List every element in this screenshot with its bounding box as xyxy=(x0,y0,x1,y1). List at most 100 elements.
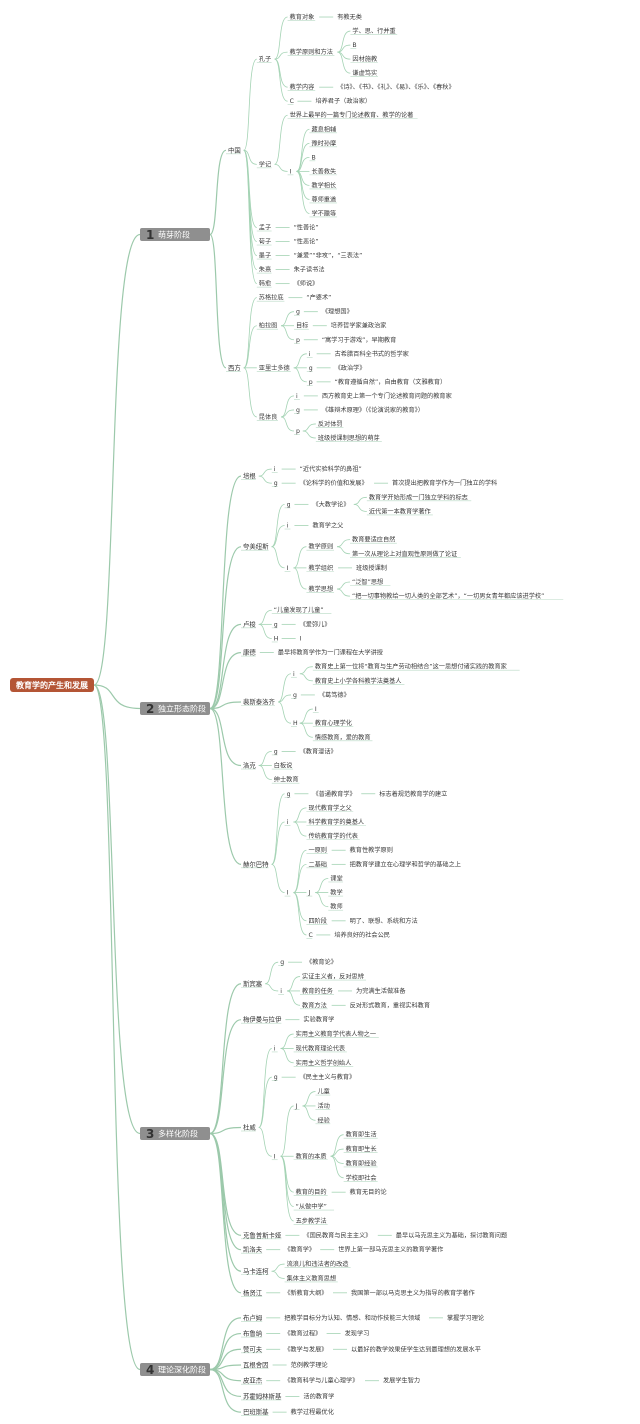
node-value: 《教学与发展》 xyxy=(284,1345,327,1353)
node-value: 西方教育史上第一个专门论述教育问题的教育家 xyxy=(322,392,452,400)
leaf-label: 实用主义教育学代表人物之一 xyxy=(296,1030,376,1038)
node-value: 《新教育大纲》 xyxy=(284,1289,327,1297)
branch-connector xyxy=(302,430,316,439)
branch-connector xyxy=(296,156,310,172)
branch-connector xyxy=(280,416,295,432)
branch-connector xyxy=(337,539,351,548)
branch-connector xyxy=(243,149,258,285)
topic-label: 巴班斯基 xyxy=(243,1407,269,1416)
branch-connector xyxy=(296,170,310,214)
node-label: i xyxy=(287,523,289,530)
branch-connector xyxy=(271,1270,285,1279)
leaf-label: 教育史上第一位将“教育与生产劳动相结合”这一思想付诸实践的教育家 xyxy=(315,663,507,671)
leaf-label: 班级授课制思想的萌芽 xyxy=(318,434,380,442)
node-label: C xyxy=(290,98,294,105)
branch-connector xyxy=(265,983,279,992)
phase-node xyxy=(140,1363,210,1376)
node-value: 《教育论》 xyxy=(306,958,337,966)
branch-connector xyxy=(209,1019,242,1135)
node-value: 把教学目标分为认知、情感、和动作技能三大领域 xyxy=(284,1314,420,1322)
branch-connector xyxy=(280,1105,294,1157)
phase-number: 3 xyxy=(146,1127,154,1141)
node-label: 苏格拉底 xyxy=(259,294,284,302)
branch-connector xyxy=(93,684,141,710)
connector-layer xyxy=(93,16,564,1416)
leaf-label: 教育要适应自然 xyxy=(352,536,395,544)
node-label: 柏拉图 xyxy=(259,322,278,330)
branch-connector xyxy=(280,1048,294,1064)
branch-connector xyxy=(209,233,227,369)
node-label: i xyxy=(309,351,311,358)
leaf-label: 豫时孙摩 xyxy=(311,139,336,147)
branch-connector xyxy=(258,1127,272,1157)
node-label: i xyxy=(296,393,298,400)
node-label: g xyxy=(293,692,297,699)
branch-connector xyxy=(209,1368,242,1413)
node-label: 教育的任务 xyxy=(302,987,333,995)
node-label: 教育的目的 xyxy=(296,1188,327,1196)
branch-connector xyxy=(258,609,272,625)
branch-connector xyxy=(274,163,288,172)
leaf-label: 教师 xyxy=(330,903,342,911)
node-value: 朱子读书法 xyxy=(294,266,325,274)
topic-label: 洛克 xyxy=(243,761,256,770)
leaf-label: 近代第一本教育学著作 xyxy=(369,507,431,515)
node-label: 实证主义者，反对思辨 xyxy=(302,973,364,981)
node-value: 最早将教育学作为一门课程在大学讲授 xyxy=(278,649,383,657)
branch-connector xyxy=(296,128,310,172)
branch-connector xyxy=(293,367,307,383)
phase-node xyxy=(140,702,210,715)
branch-connector xyxy=(280,395,295,418)
branch-connector xyxy=(243,58,258,151)
branch-connector xyxy=(277,701,292,724)
node-label: 孔子 xyxy=(259,55,271,63)
phase-label: 多样化阶段 xyxy=(158,1129,198,1139)
node-value: 《师说》 xyxy=(294,280,319,288)
node-value: 明了、联想、系统和方法 xyxy=(350,917,418,925)
branch-connector xyxy=(337,51,351,74)
branch-connector xyxy=(280,325,295,341)
node-value-secondary: 我国第一部以马克思主义为指导的教育学著作 xyxy=(351,1289,475,1297)
topic-label: 康德 xyxy=(243,648,256,657)
node-value: 《普通教育学》 xyxy=(312,790,355,798)
leaf-label: 经验 xyxy=(317,1116,330,1124)
leaf-label: B xyxy=(311,154,315,161)
node-label: 世界上最早的一篇专门论述教育、教学的论著 xyxy=(290,111,414,119)
leaf-label: 教育即生长 xyxy=(346,1145,377,1153)
branch-connector xyxy=(243,367,257,418)
node-value: “近代实验科学的鼻祖” xyxy=(300,465,362,473)
node-label: g xyxy=(280,959,284,966)
node-value: 《雄辩术原理》（《论演说家的教育》） xyxy=(322,406,424,414)
node-label: p xyxy=(296,337,300,344)
branch-connector xyxy=(209,1132,242,1294)
leaf-label: 教育学开始形成一门独立学科的标志 xyxy=(369,493,468,501)
branch-connector xyxy=(209,149,227,236)
node-label: 教育的本质 xyxy=(296,1152,327,1160)
node-label: 荀子 xyxy=(259,238,271,246)
topic-label: 杨贤江 xyxy=(243,1288,263,1297)
branch-connector xyxy=(299,722,313,738)
node-value: 《论科学的价值和发展》 xyxy=(300,479,368,487)
topic-label: 克鲁普斯卡娅 xyxy=(243,1230,282,1239)
branch-connector xyxy=(302,423,316,432)
branch-connector xyxy=(302,1105,316,1121)
node-label: i xyxy=(287,819,289,826)
node-value: 培养良好的社会公民 xyxy=(334,931,390,939)
phase-number: 2 xyxy=(146,702,154,716)
node-value: 教育无目的论 xyxy=(350,1188,388,1196)
branch-connector xyxy=(93,684,141,1371)
branch-connector xyxy=(271,793,285,865)
branch-connector xyxy=(258,1076,272,1128)
leaf-label: 教育心理学化 xyxy=(315,719,352,727)
branch-connector xyxy=(274,16,288,60)
node-label: 墨子 xyxy=(259,253,271,260)
leaf-label: 教育即经验 xyxy=(346,1159,378,1167)
branch-connector xyxy=(271,546,285,569)
leaf-label: 科学教育学的奠基人 xyxy=(308,818,364,826)
topic-label: 马卡连柯 xyxy=(243,1266,269,1275)
node-value: 教育学之父 xyxy=(312,522,343,530)
branch-connector xyxy=(337,546,351,555)
leaf-label: 学不躐等 xyxy=(311,209,336,217)
topic-label: 布卢姆 xyxy=(243,1313,263,1322)
